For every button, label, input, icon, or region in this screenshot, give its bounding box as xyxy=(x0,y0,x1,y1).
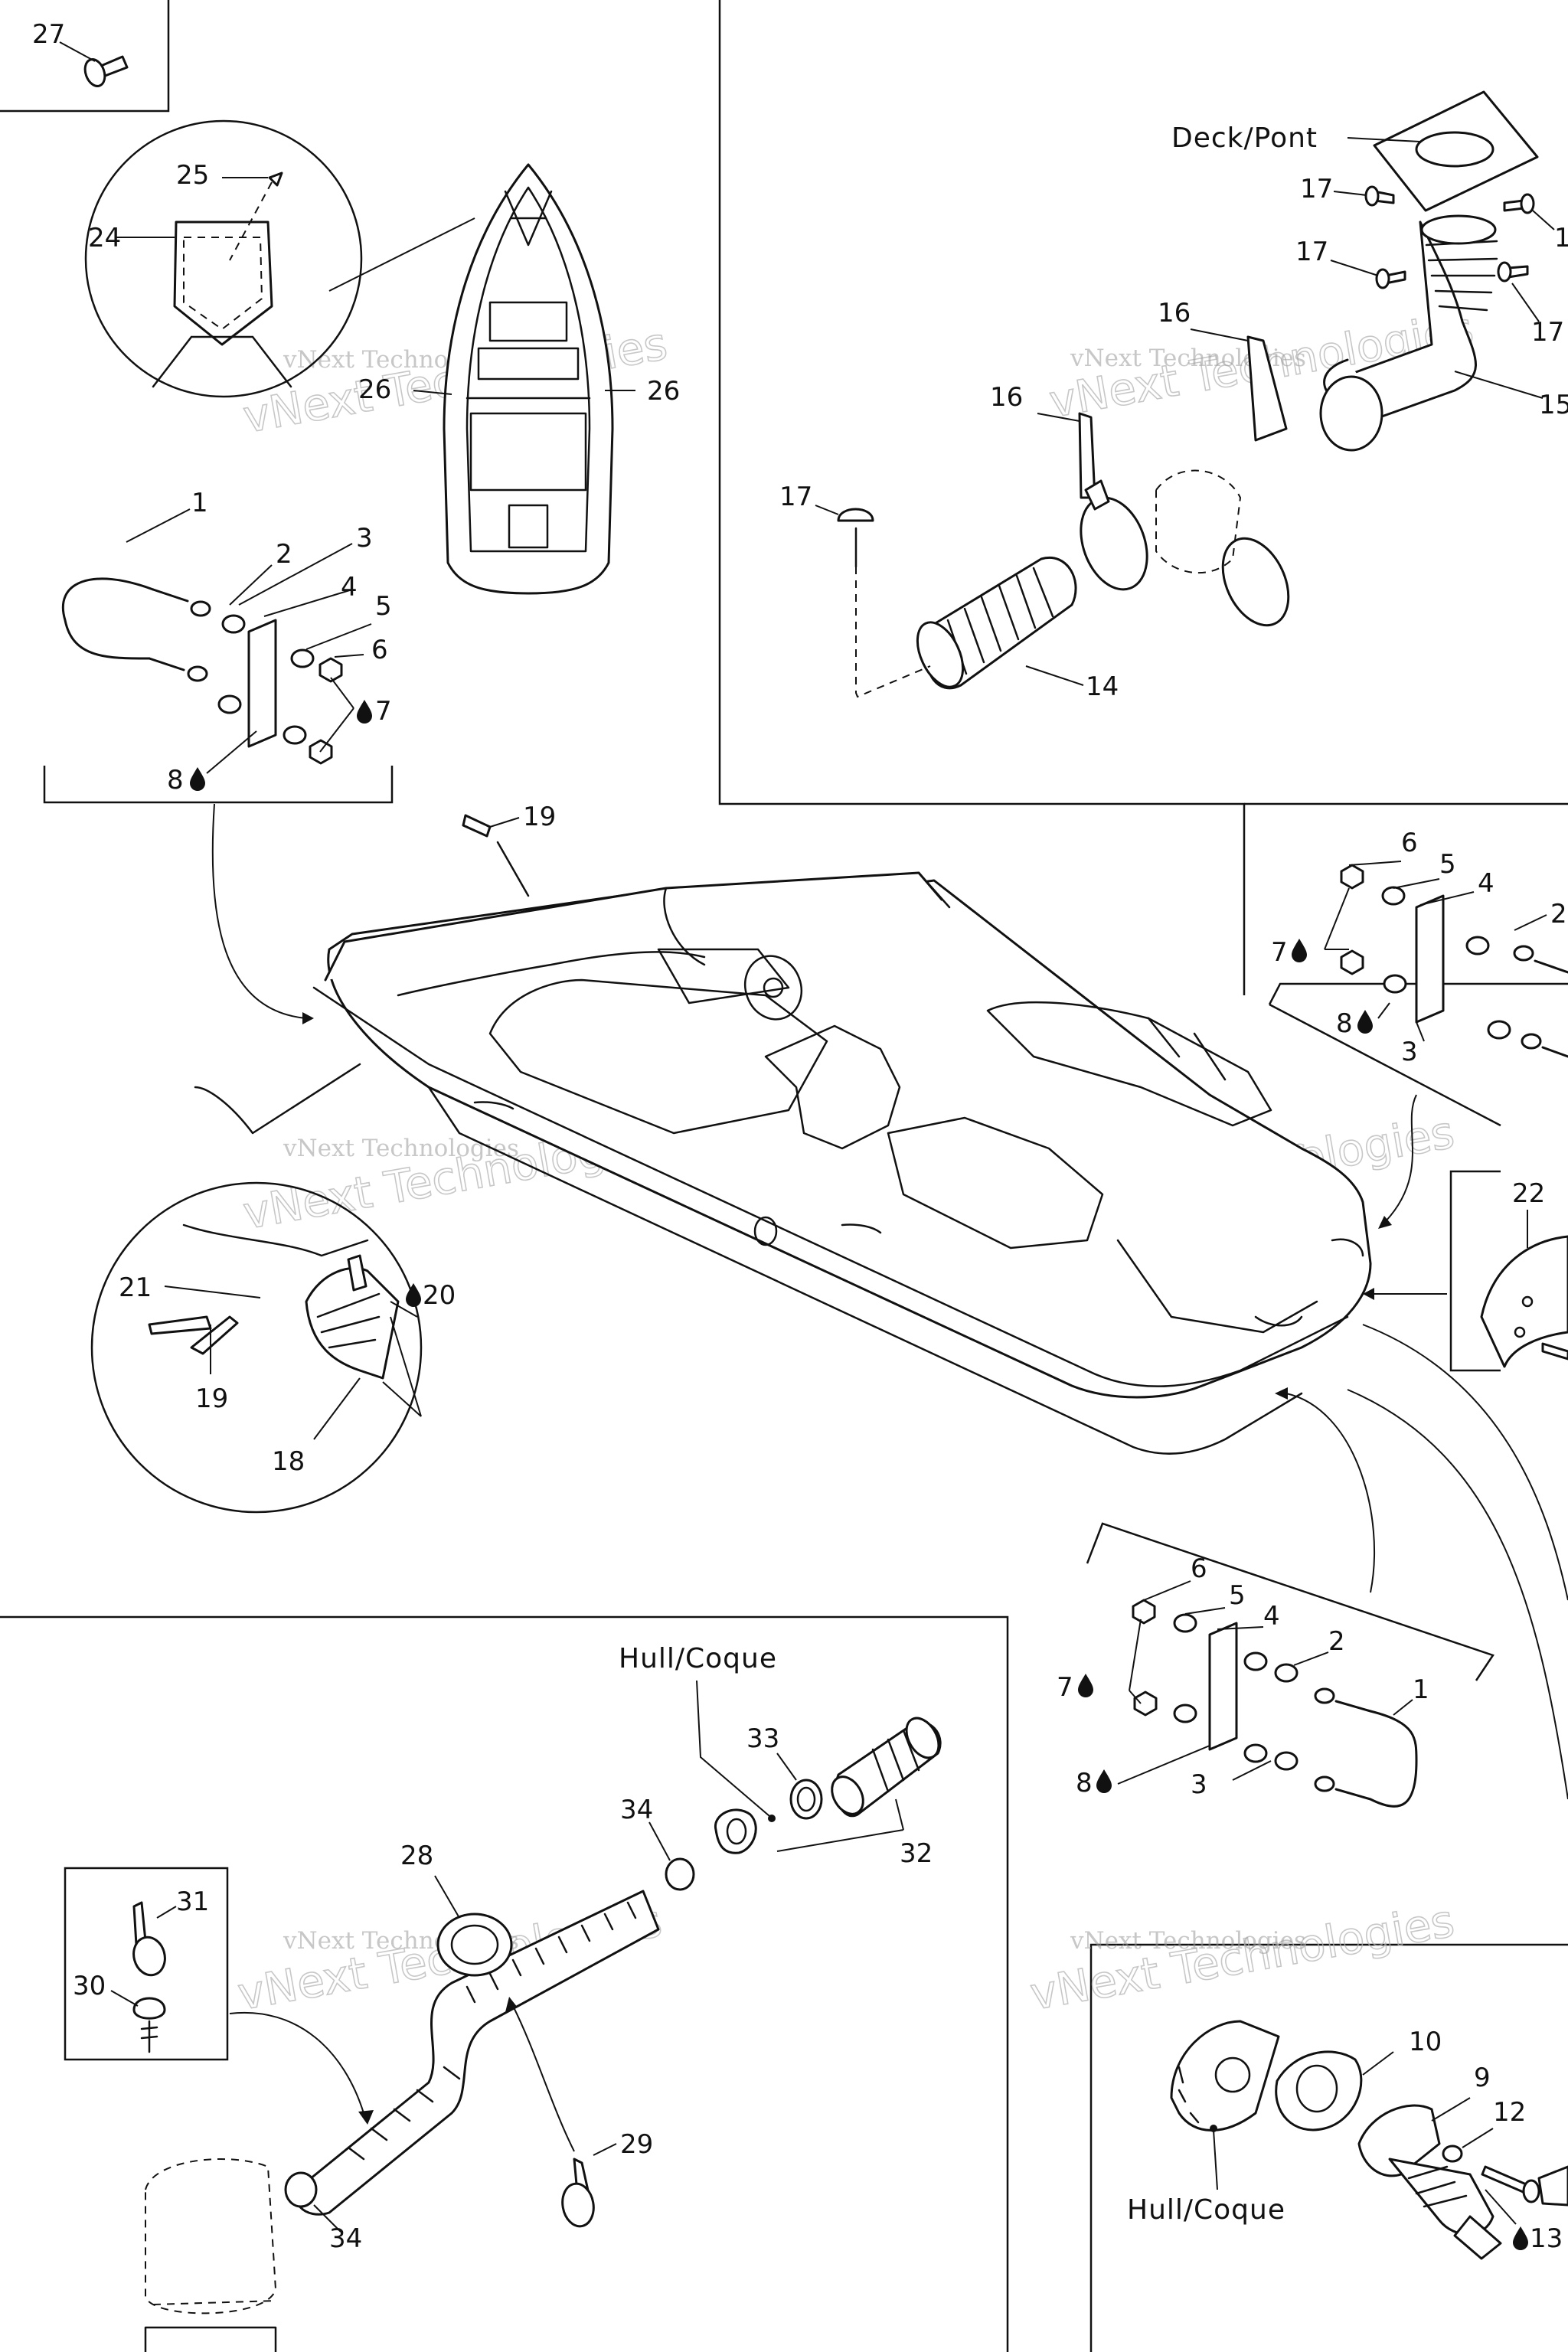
callout-6-low: 6 xyxy=(1191,1553,1207,1584)
callout-20: 20 xyxy=(423,1280,456,1311)
callout-5-mid: 5 xyxy=(1439,849,1456,880)
callout-4-mid: 4 xyxy=(1478,868,1494,899)
callout-2-top: 2 xyxy=(276,539,292,570)
callout-17-c: 17 xyxy=(1531,317,1564,348)
callout-3-mid: 3 xyxy=(1401,1037,1418,1067)
callout-3-top: 3 xyxy=(356,523,373,554)
sealant-drop-icon xyxy=(1096,1769,1112,1793)
callout-6-mid: 6 xyxy=(1401,828,1418,858)
sealant-drop-icon xyxy=(1292,939,1307,962)
callout-9: 9 xyxy=(1474,2063,1491,2093)
callout-15: 15 xyxy=(1539,390,1568,420)
bilge-hose-assembly: Hull/Coque 33 32 34 28 29 xyxy=(73,1643,942,2352)
watermark-small-6: vNext Technologies xyxy=(1070,1927,1306,1955)
callout-1-low: 1 xyxy=(1413,1674,1429,1705)
callout-5-top: 5 xyxy=(375,591,392,622)
callout-16-a: 16 xyxy=(1158,298,1191,328)
vent-assembly: Deck/Pont 15 17 17 17 1 16 16 xyxy=(779,90,1568,702)
callout-17-b: 17 xyxy=(1295,237,1328,267)
detail-circle-bow-grip: 25 24 xyxy=(84,119,475,398)
part-22-bracket: 22 xyxy=(1480,1178,1568,1368)
detail-circle-rub-rail: 21 20 19 18 xyxy=(90,1063,456,1514)
callout-6-top: 6 xyxy=(371,635,388,665)
part-27-rivet: 27 xyxy=(32,19,129,87)
callout-31: 31 xyxy=(176,1886,209,1917)
sealant-drop-icon xyxy=(1513,2226,1528,2250)
callout-34-top: 34 xyxy=(620,1795,653,1825)
sealant-drop-icon xyxy=(357,700,372,724)
callout-33: 33 xyxy=(746,1723,779,1754)
label-hull-bottom: Hull/Coque xyxy=(1127,2194,1285,2226)
callout-17-e: 1 xyxy=(1554,223,1568,253)
u-bolt-assembly-right-mid: 6 5 4 2 7 8 3 xyxy=(1271,828,1568,1067)
callout-8-mid: 8 xyxy=(1336,1008,1353,1039)
callout-8-top: 8 xyxy=(167,765,184,795)
callout-30: 30 xyxy=(73,1971,106,2001)
callout-2-low: 2 xyxy=(1328,1626,1345,1657)
callout-22: 22 xyxy=(1512,1178,1545,1209)
callout-27: 27 xyxy=(32,19,65,50)
watermark-big-6: vNext Technologies xyxy=(1027,1894,1459,2020)
callout-13: 13 xyxy=(1530,2223,1563,2254)
callout-7-mid: 7 xyxy=(1271,937,1288,968)
callout-8-low: 8 xyxy=(1076,1768,1093,1798)
callout-24: 24 xyxy=(88,223,121,253)
callout-32: 32 xyxy=(900,1838,933,1869)
callout-26-left: 26 xyxy=(358,374,391,405)
callout-17-a: 17 xyxy=(1300,174,1333,204)
boat-top-view: 26 26 xyxy=(358,163,680,595)
callout-4-low: 4 xyxy=(1263,1601,1280,1632)
callout-1-top: 1 xyxy=(191,488,208,518)
u-bolt-assembly-top: 1 2 3 4 5 6 7 8 xyxy=(61,488,392,795)
callout-10: 10 xyxy=(1409,2027,1442,2057)
callout-18: 18 xyxy=(272,1446,305,1477)
callout-29: 29 xyxy=(620,2129,653,2160)
sealant-drop-icon xyxy=(1078,1674,1093,1697)
label-deck: Deck/Pont xyxy=(1171,122,1318,154)
callout-19-detail: 19 xyxy=(195,1383,228,1414)
callout-16-b: 16 xyxy=(990,382,1023,413)
callout-5-low: 5 xyxy=(1229,1580,1246,1611)
sealant-drop-icon xyxy=(1357,1010,1373,1034)
sealant-drop-icon xyxy=(406,1283,421,1307)
callout-7-low: 7 xyxy=(1057,1672,1073,1703)
drain-plug-assembly: Hull/Coque 10 9 12 13 xyxy=(1127,2020,1568,2260)
callout-25: 25 xyxy=(176,160,209,191)
callout-14: 14 xyxy=(1086,671,1119,702)
callout-28: 28 xyxy=(400,1841,433,1871)
u-bolt-assembly-lower: 6 5 4 2 1 7 8 3 xyxy=(1057,1553,1429,1808)
callout-4-top: 4 xyxy=(341,572,358,603)
callout-34-bottom: 34 xyxy=(329,2223,362,2254)
watermark-small-3: vNext Technologies xyxy=(283,1135,519,1162)
callout-19-top: 19 xyxy=(523,802,556,832)
label-hull-top: Hull/Coque xyxy=(619,1643,777,1674)
boat-main: 19 xyxy=(211,802,1568,1800)
callout-7-top: 7 xyxy=(375,696,392,727)
callout-26-right: 26 xyxy=(647,376,680,407)
sealant-drop-icon xyxy=(190,767,205,791)
callout-3-low: 3 xyxy=(1191,1769,1207,1800)
callout-21: 21 xyxy=(119,1272,152,1303)
callout-12: 12 xyxy=(1493,2097,1526,2128)
callout-2-mid: 2 xyxy=(1550,899,1567,929)
callout-17-d: 17 xyxy=(779,482,812,512)
